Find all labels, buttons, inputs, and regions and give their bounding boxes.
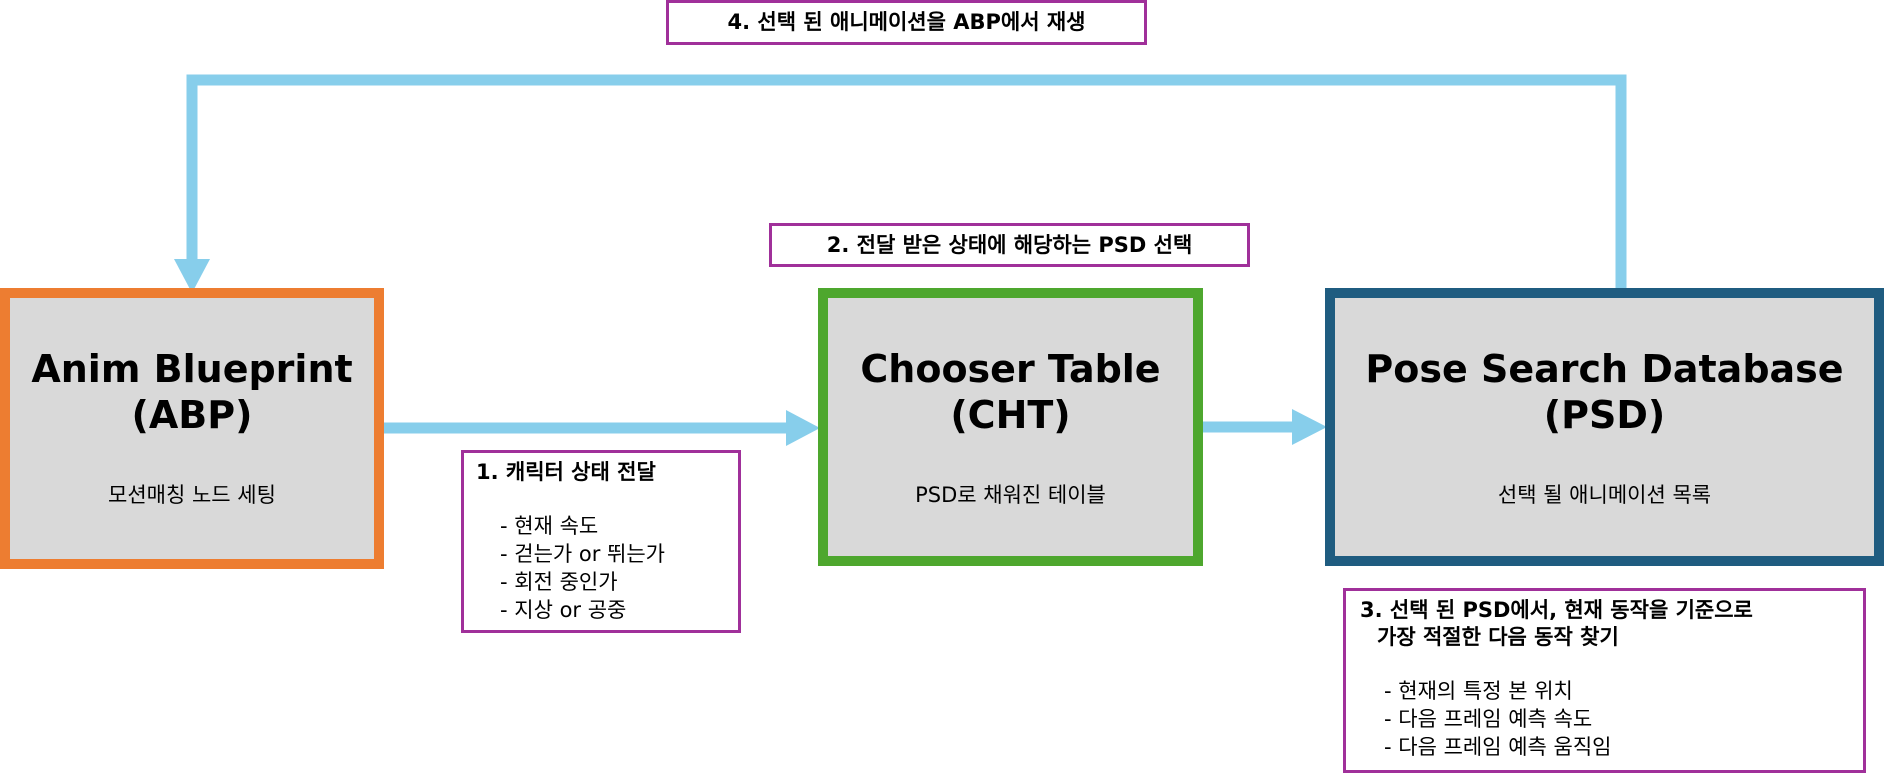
note-step3-heading-line1: 3. 선택 된 PSD에서, 현재 동작을 기준으로 [1360, 598, 1753, 622]
note-step1: 1. 캐릭터 상태 전달 - 현재 속도 - 걷는가 or 뛰는가 - 회전 중… [461, 450, 741, 633]
arrow-psd-to-abp [186, 74, 1627, 292]
note-step3: 3. 선택 된 PSD에서, 현재 동작을 기준으로 가장 적절한 다음 동작 … [1343, 588, 1866, 773]
node-cht-title: Chooser Table (CHT) [828, 346, 1193, 438]
node-psd-desc: 선택 될 애니메이션 목록 [1497, 483, 1712, 507]
node-psd-title-line2: (PSD) [1543, 393, 1666, 437]
node-abp-desc: 모션매칭 노드 세팅 [108, 483, 276, 507]
node-psd-title-line1: Pose Search Database [1365, 347, 1844, 391]
node-abp-title-line1: Anim Blueprint [31, 347, 353, 391]
note-step1-item: - 회전 중인가 [500, 570, 618, 594]
node-cht-title-line1: Chooser Table [860, 347, 1161, 391]
arrowhead-into-abp [174, 259, 210, 293]
note-step1-item: - 지상 or 공중 [500, 598, 627, 622]
node-chooser-table: Chooser Table (CHT) PSD로 채워진 테이블 [818, 288, 1203, 566]
node-cht-title-line2: (CHT) [950, 393, 1071, 437]
note-step2-heading: 2. 전달 받은 상태에 해당하는 PSD 선택 [826, 233, 1193, 257]
note-step4-heading: 4. 선택 된 애니메이션을 ABP에서 재생 [727, 10, 1086, 34]
note-step1-item: - 현재 속도 [500, 514, 599, 538]
node-abp-title: Anim Blueprint (ABP) [10, 346, 374, 438]
note-step3-item: - 다음 프레임 예측 움직임 [1384, 735, 1612, 759]
arrowhead-into-psd [1292, 409, 1327, 445]
note-step3-heading-line2: 가장 적절한 다음 동작 찾기 [1377, 625, 1619, 649]
arrowhead-into-cht [786, 410, 820, 446]
note-step3-item: - 다음 프레임 예측 속도 [1384, 707, 1593, 731]
note-step4: 4. 선택 된 애니메이션을 ABP에서 재생 [666, 0, 1147, 45]
note-step1-item: - 걷는가 or 뛰는가 [500, 542, 666, 566]
note-step3-heading: 3. 선택 된 PSD에서, 현재 동작을 기준으로 가장 적절한 다음 동작 … [1360, 597, 1849, 651]
note-step1-heading: 1. 캐릭터 상태 전달 [476, 460, 656, 484]
note-step3-item: - 현재의 특정 본 위치 [1384, 679, 1573, 703]
note-step3-list: - 현재의 특정 본 위치 - 다음 프레임 예측 속도 - 다음 프레임 예측… [1360, 677, 1849, 761]
note-step1-list: - 현재 속도 - 걷는가 or 뛰는가 - 회전 중인가 - 지상 or 공중 [476, 512, 726, 624]
node-anim-blueprint: Anim Blueprint (ABP) 모션매칭 노드 세팅 [0, 288, 384, 569]
node-psd-title: Pose Search Database (PSD) [1335, 346, 1874, 438]
node-abp-title-line2: (ABP) [131, 393, 253, 437]
node-cht-desc: PSD로 채워진 테이블 [915, 483, 1106, 507]
node-pose-search-database: Pose Search Database (PSD) 선택 될 애니메이션 목록 [1325, 288, 1884, 566]
note-step2: 2. 전달 받은 상태에 해당하는 PSD 선택 [769, 223, 1250, 267]
